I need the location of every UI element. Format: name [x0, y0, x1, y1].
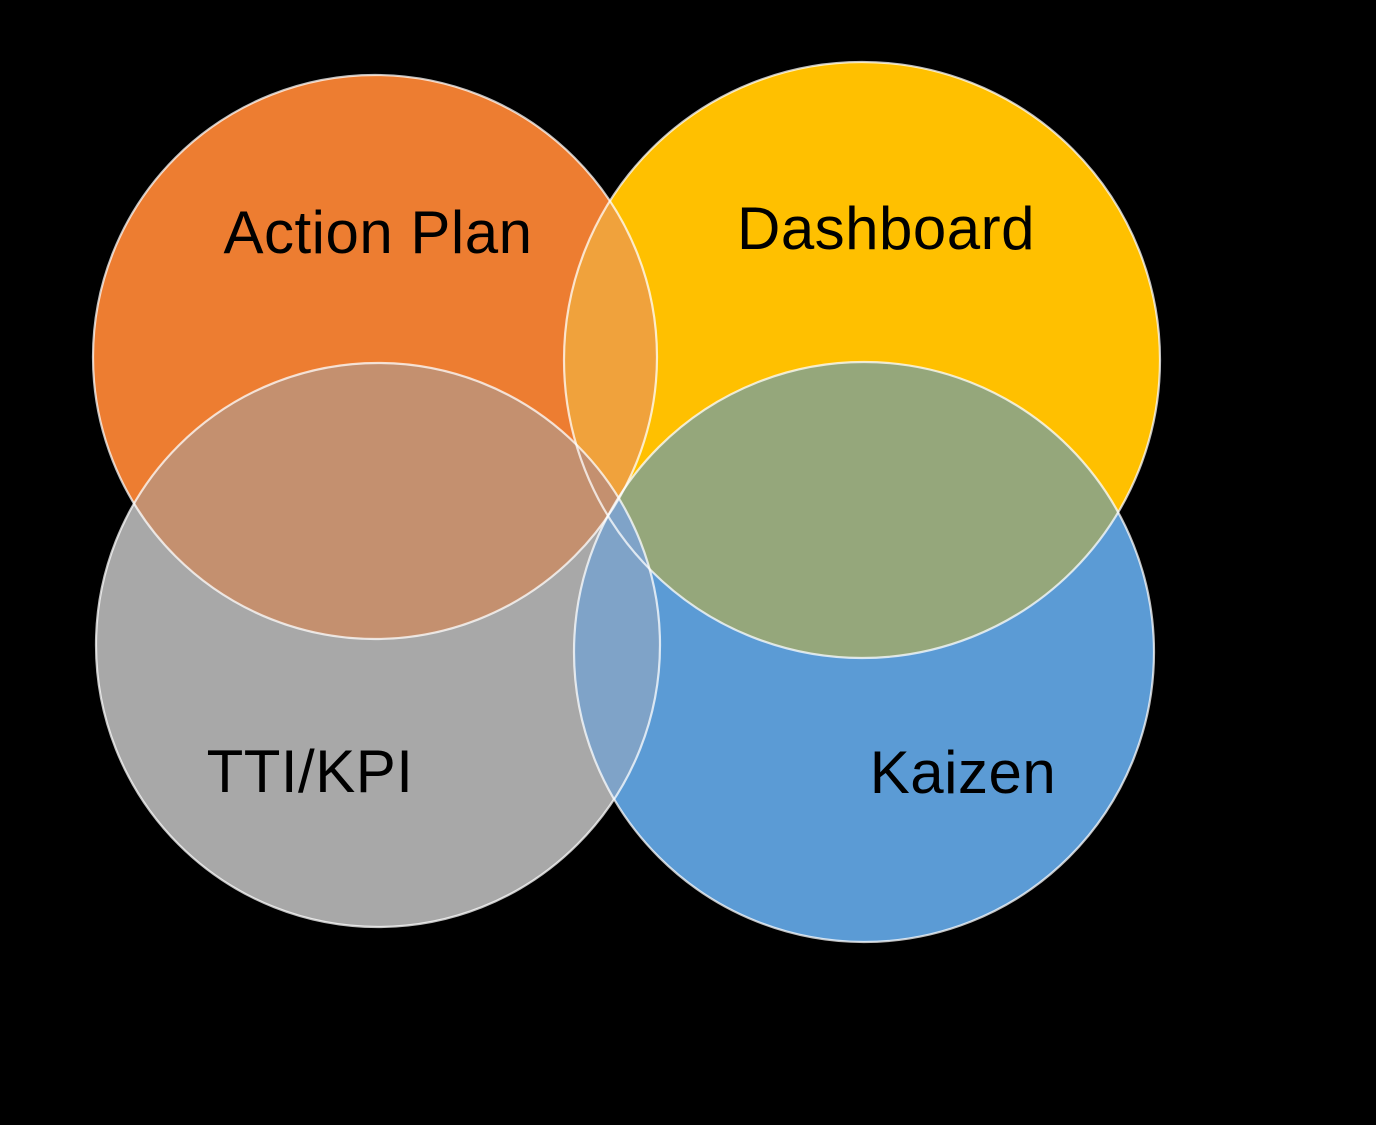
- circle-outlines: [91, 60, 1162, 944]
- outline-kaizen: [572, 360, 1156, 944]
- label-kaizen: Kaizen: [870, 739, 1056, 806]
- label-tti-kpi: TTI/KPI: [207, 738, 414, 805]
- overlap-action-plan-tti-kpi: [96, 363, 657, 639]
- label-action-plan: Action Plan: [223, 199, 532, 266]
- outline-action-plan: [91, 73, 659, 641]
- outline-dashboard: [562, 60, 1162, 660]
- label-dashboard: Dashboard: [737, 195, 1035, 262]
- outline-tti-kpi: [94, 361, 662, 929]
- overlap-dashboard-kaizen: [574, 362, 1154, 658]
